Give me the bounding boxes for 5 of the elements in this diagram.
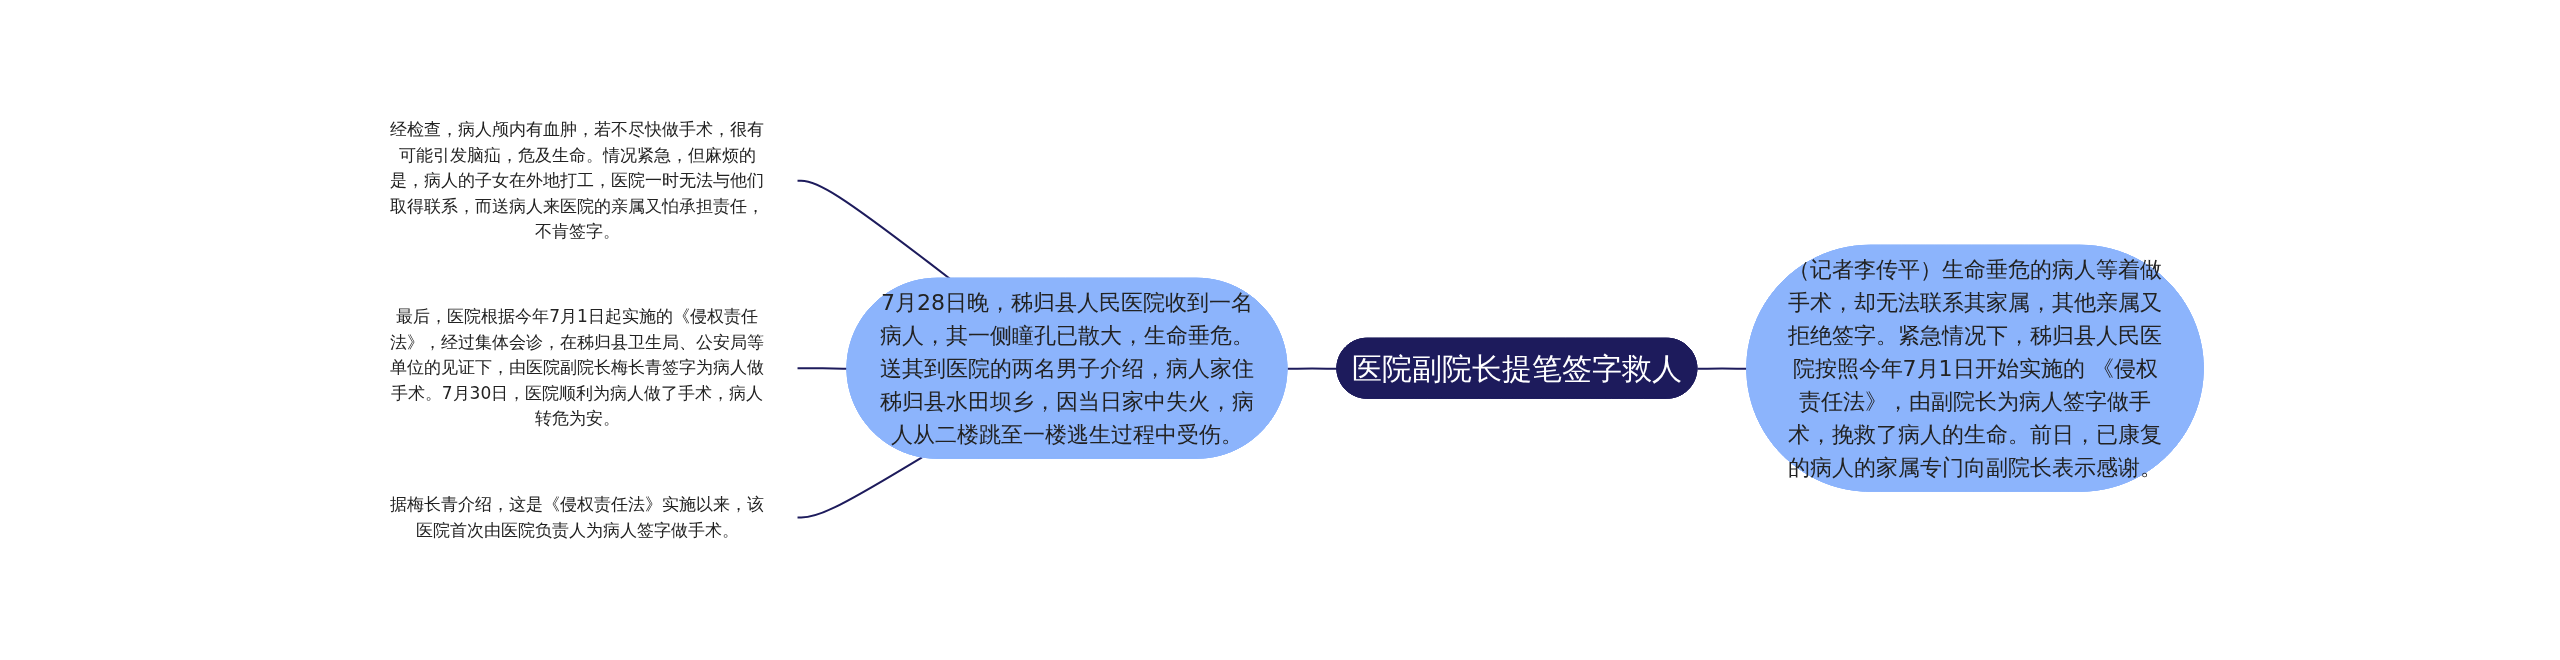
connector (795, 179, 951, 280)
node-text: 据梅长青介绍，这是《侵权责任法》实施以来，该医院首次由医院负责人为病人签字做手术。 (389, 493, 764, 540)
node-text: 经检查，病人颅内有血肿，若不尽快做手术，很有可能引发脑疝，危及生命。情况紧急，但麻烦的是，病人的子女在外地打工，医院一时无法与他们取得联系，而送病人来医院的亲属又怕承担责任，不肯签字。 (389, 119, 764, 241)
node-text: 最后，医院根据今年7月1日起实施的《侵权责任法》，经过集体会诊，在秭归县卫生局、公安局等单位的见证下，由医院副院长梅长青签字为病人做手术。7月30日，医院顺利为病人做了手术，病人转危为安。 (389, 306, 764, 429)
connector (795, 456, 923, 519)
